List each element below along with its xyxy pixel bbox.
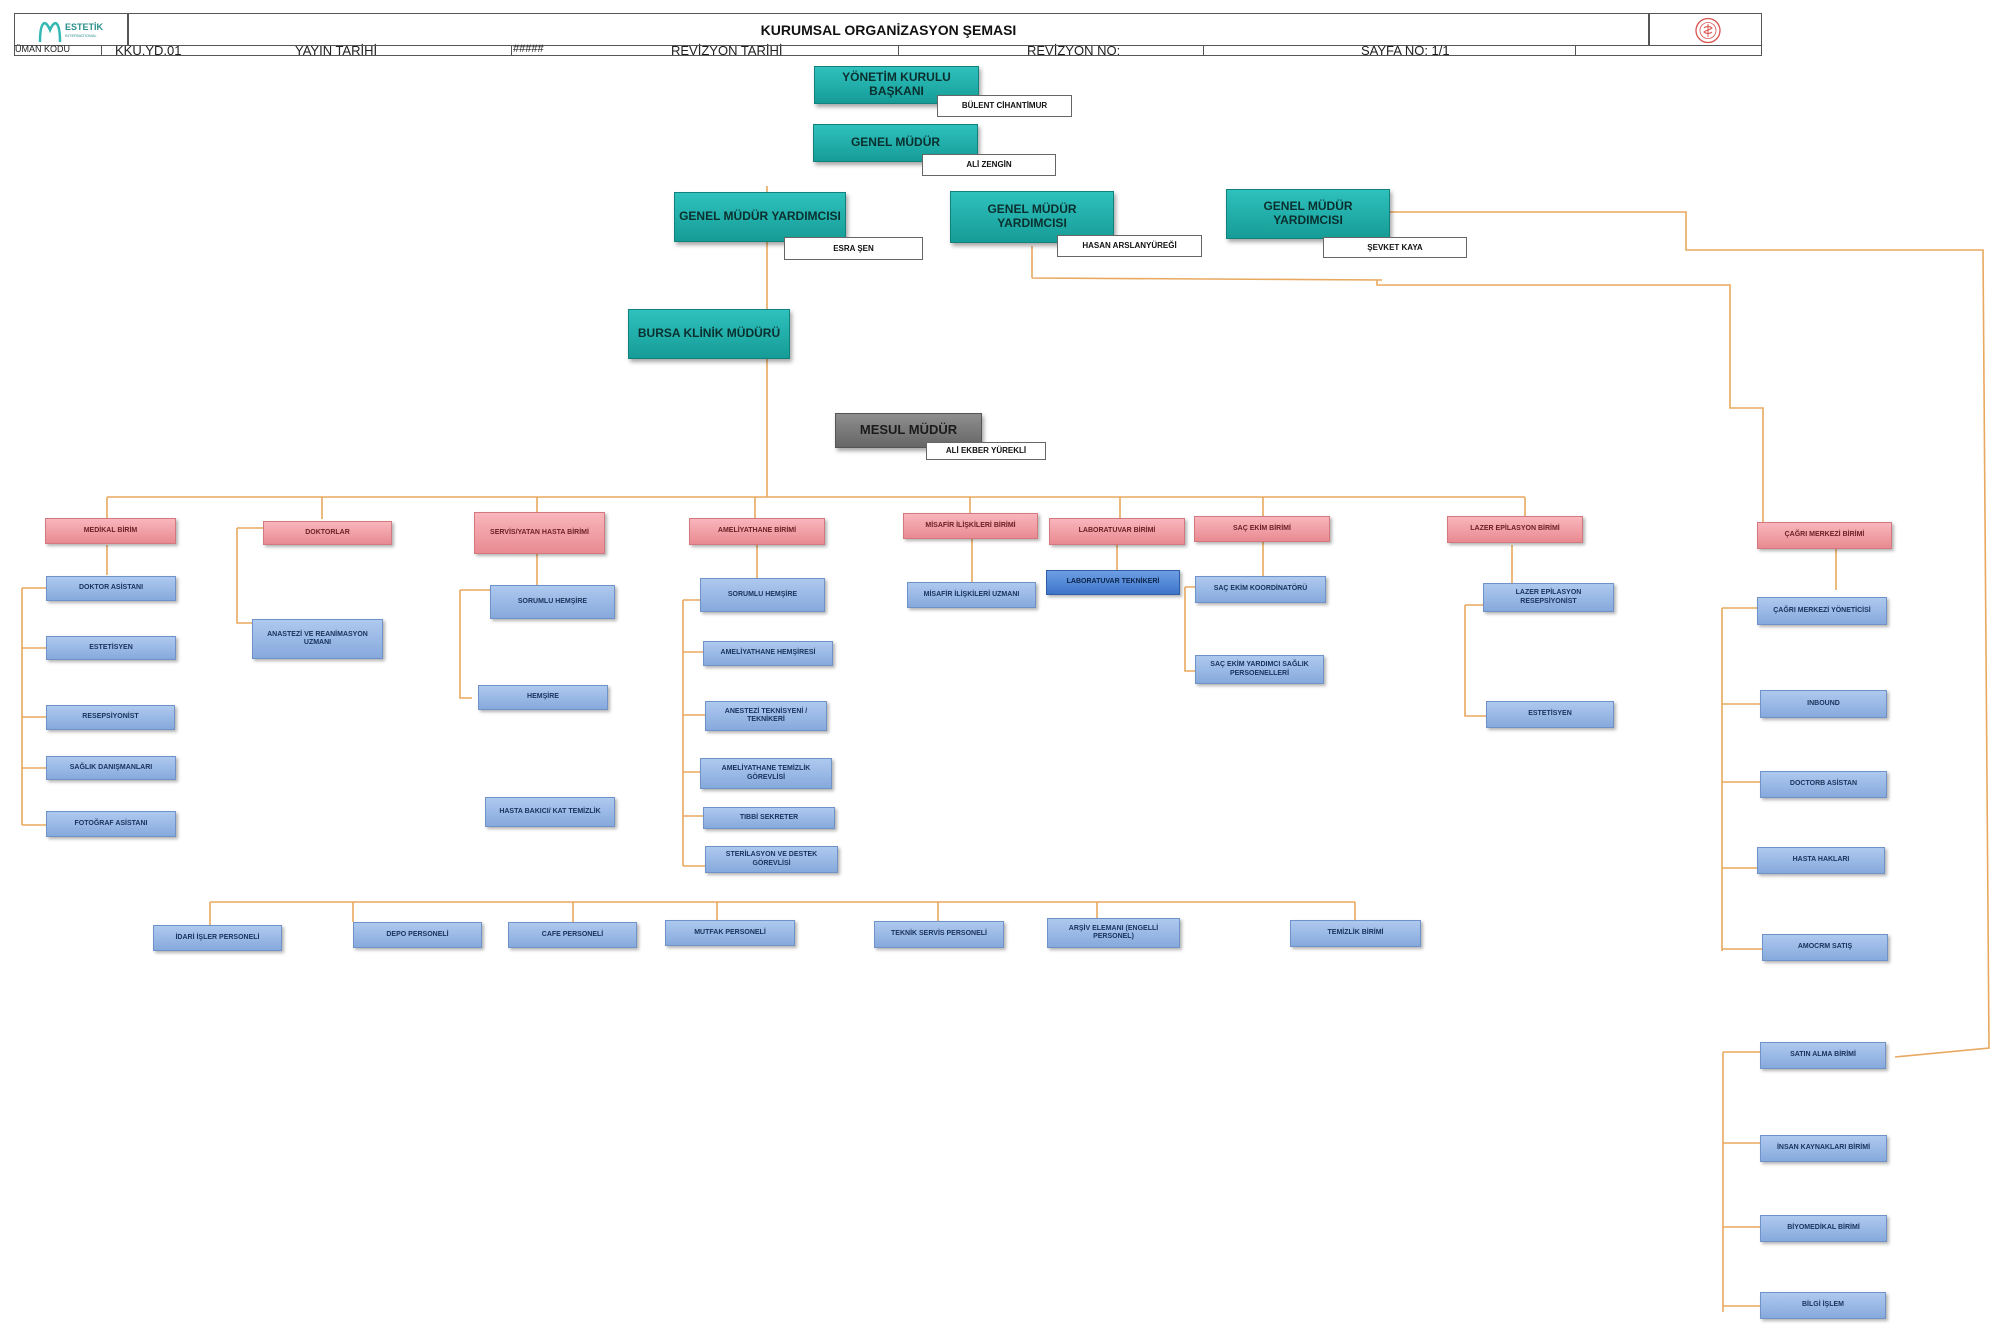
unit-hr: İNSAN KAYNAKLARI BİRİMİ <box>1760 1135 1887 1162</box>
deputy-3-name: ŞEVKET KAYA <box>1323 237 1467 258</box>
logo-cell: ESTETİK INTERNATIONAL <box>14 13 128 46</box>
deputy-2-box: GENEL MÜDÜR YARDIMCISI <box>950 191 1114 243</box>
staff-medical-0: DOKTOR ASİSTANI <box>46 576 176 601</box>
dept-hair: SAÇ EKİM BİRİMİ <box>1194 516 1330 542</box>
unit-purchasing: SATIN ALMA BİRİMİ <box>1760 1042 1886 1069</box>
staff-hair-1: SAÇ EKİM YARDIMCI SAĞLIK PERSOENELLERİ <box>1195 655 1324 684</box>
staff-surgery-5: STERİLASYON VE DESTEK GÖREVLİSİ <box>705 846 838 873</box>
staff-callcenter-1: INBOUND <box>1760 690 1887 718</box>
clinic-manager-box: BURSA KLİNİK MÜDÜRÜ <box>628 309 790 359</box>
deputy-1-box: GENEL MÜDÜR YARDIMCISI <box>674 192 846 242</box>
dept-laser: LAZER EPİLASYON BİRİMİ <box>1447 516 1583 543</box>
staff-callcenter-3: HASTA HAKLARI <box>1757 847 1885 874</box>
ministry-seal-icon <box>1695 17 1721 44</box>
logo-icon <box>38 22 62 43</box>
publish-date-label: YAYIN TARİHİ <box>295 43 378 58</box>
staff-callcenter-0: ÇAĞRI MERKEZİ YÖNETİCİSİ <box>1757 597 1887 625</box>
staff-medical-4: FOTOĞRAF ASİSTANI <box>46 811 176 837</box>
staff-surgery-3: AMELİYATHANE TEMİZLİK GÖREVLİSİ <box>700 758 832 789</box>
staff-callcenter-2: DOCTORB ASİSTAN <box>1760 771 1887 798</box>
support-technical: TEKNİK SERVİS PERSONELİ <box>874 921 1004 948</box>
unit-biomedical: BİYOMEDİKAL BİRİMİ <box>1760 1215 1887 1242</box>
staff-surgery-1: AMELİYATHANE HEMŞİRESİ <box>703 641 833 666</box>
logo-text: ESTETİK <box>65 22 104 32</box>
deputy-3-box: GENEL MÜDÜR YARDIMCISI <box>1226 189 1390 239</box>
support-kitchen: MUTFAK PERSONELİ <box>665 920 795 946</box>
staff-lab-0: LABORATUVAR TEKNİKERİ <box>1046 570 1180 595</box>
responsible-manager-name: ALİ EKBER YÜREKLİ <box>926 442 1046 460</box>
staff-laser-1: ESTETİSYEN <box>1486 701 1614 728</box>
revision-date-label: REVİZYON TARİHİ <box>671 43 783 58</box>
doc-code-value: KKU.YD.01 <box>115 43 182 58</box>
revision-no-label: REVİZYON NO: <box>1027 43 1121 58</box>
seal-cell <box>1649 13 1762 46</box>
page-number: SAYFA NO: 1/1 <box>1361 43 1450 58</box>
board-chair-box: YÖNETİM KURULU BAŞKANI <box>814 66 979 104</box>
dept-inpatient: SERVİS/YATAN HASTA BİRİMİ <box>474 512 605 554</box>
title-cell: KURUMSAL ORGANİZASYON ŞEMASI <box>128 13 1649 46</box>
support-archive: ARŞİV ELEMANI (ENGELLİ PERSONEL) <box>1047 918 1180 948</box>
staff-inpatient-0: SORUMLU HEMŞİRE <box>490 585 615 619</box>
staff-hair-0: SAÇ EKİM KOORDİNATÖRÜ <box>1195 576 1326 603</box>
publish-date-value: ##### <box>513 43 544 55</box>
page-title: KURUMSAL ORGANİZASYON ŞEMASI <box>760 22 1017 38</box>
dept-surgery: AMELİYATHANE BİRİMİ <box>689 518 825 545</box>
deputy-1-name: ESRA ŞEN <box>784 237 923 260</box>
staff-inpatient-1: HEMŞİRE <box>478 685 608 710</box>
support-cafe: CAFE PERSONELİ <box>508 922 637 948</box>
staff-medical-3: SAĞLIK DANIŞMANLARI <box>46 756 176 780</box>
staff-guest-0: MİSAFİR İLİŞKİLERİ UZMANI <box>907 582 1036 608</box>
dept-medical: MEDİKAL BİRİM <box>45 518 176 544</box>
unit-it: BİLGİ İŞLEM <box>1760 1292 1886 1319</box>
general-manager-name: ALİ ZENGİN <box>922 154 1056 176</box>
dept-guest: MİSAFİR İLİŞKİLERİ BİRİMİ <box>903 513 1038 539</box>
staff-surgery-2: ANESTEZİ TEKNİSYENİ / TEKNİKERİ <box>705 701 827 731</box>
deputy-2-name: HASAN ARSLANYÜREĞİ <box>1057 235 1202 257</box>
dept-doctors: DOKTORLAR <box>263 521 392 545</box>
logo-subtext: INTERNATIONAL <box>65 33 97 38</box>
document-header: ESTETİK INTERNATIONAL KURUMSAL ORGANİZAS… <box>14 13 1762 58</box>
staff-doctors-0: ANASTEZİ VE REANİMASYON UZMANI <box>252 619 383 659</box>
doc-code-label: ÜMAN KODU <box>15 44 71 54</box>
staff-callcenter-4: AMOCRM SATIŞ <box>1762 934 1888 961</box>
staff-surgery-0: SORUMLU HEMŞİRE <box>700 578 825 612</box>
support-admin: İDARİ İŞLER PERSONELİ <box>153 925 282 951</box>
support-warehouse: DEPO PERSONELİ <box>353 922 482 948</box>
staff-medical-2: RESEPSİYONİST <box>46 705 175 730</box>
board-chair-name: BÜLENT CİHANTİMUR <box>937 95 1072 117</box>
dept-callcenter: ÇAĞRI MERKEZİ BİRİMİ <box>1757 522 1892 549</box>
staff-inpatient-2: HASTA BAKICI/ KAT TEMİZLİK <box>485 797 615 827</box>
info-row: ÜMAN KODU KKU.YD.01 YAYIN TARİHİ ##### R… <box>14 43 1762 58</box>
dept-lab: LABORATUVAR BİRİMİ <box>1049 518 1185 545</box>
staff-surgery-4: TIBBİ SEKRETER <box>703 807 835 829</box>
staff-laser-0: LAZER EPİLASYON RESEPSİYONİST <box>1483 583 1614 612</box>
staff-medical-1: ESTETİSYEN <box>46 636 176 660</box>
support-cleaning: TEMİZLİK BİRİMİ <box>1290 920 1421 947</box>
